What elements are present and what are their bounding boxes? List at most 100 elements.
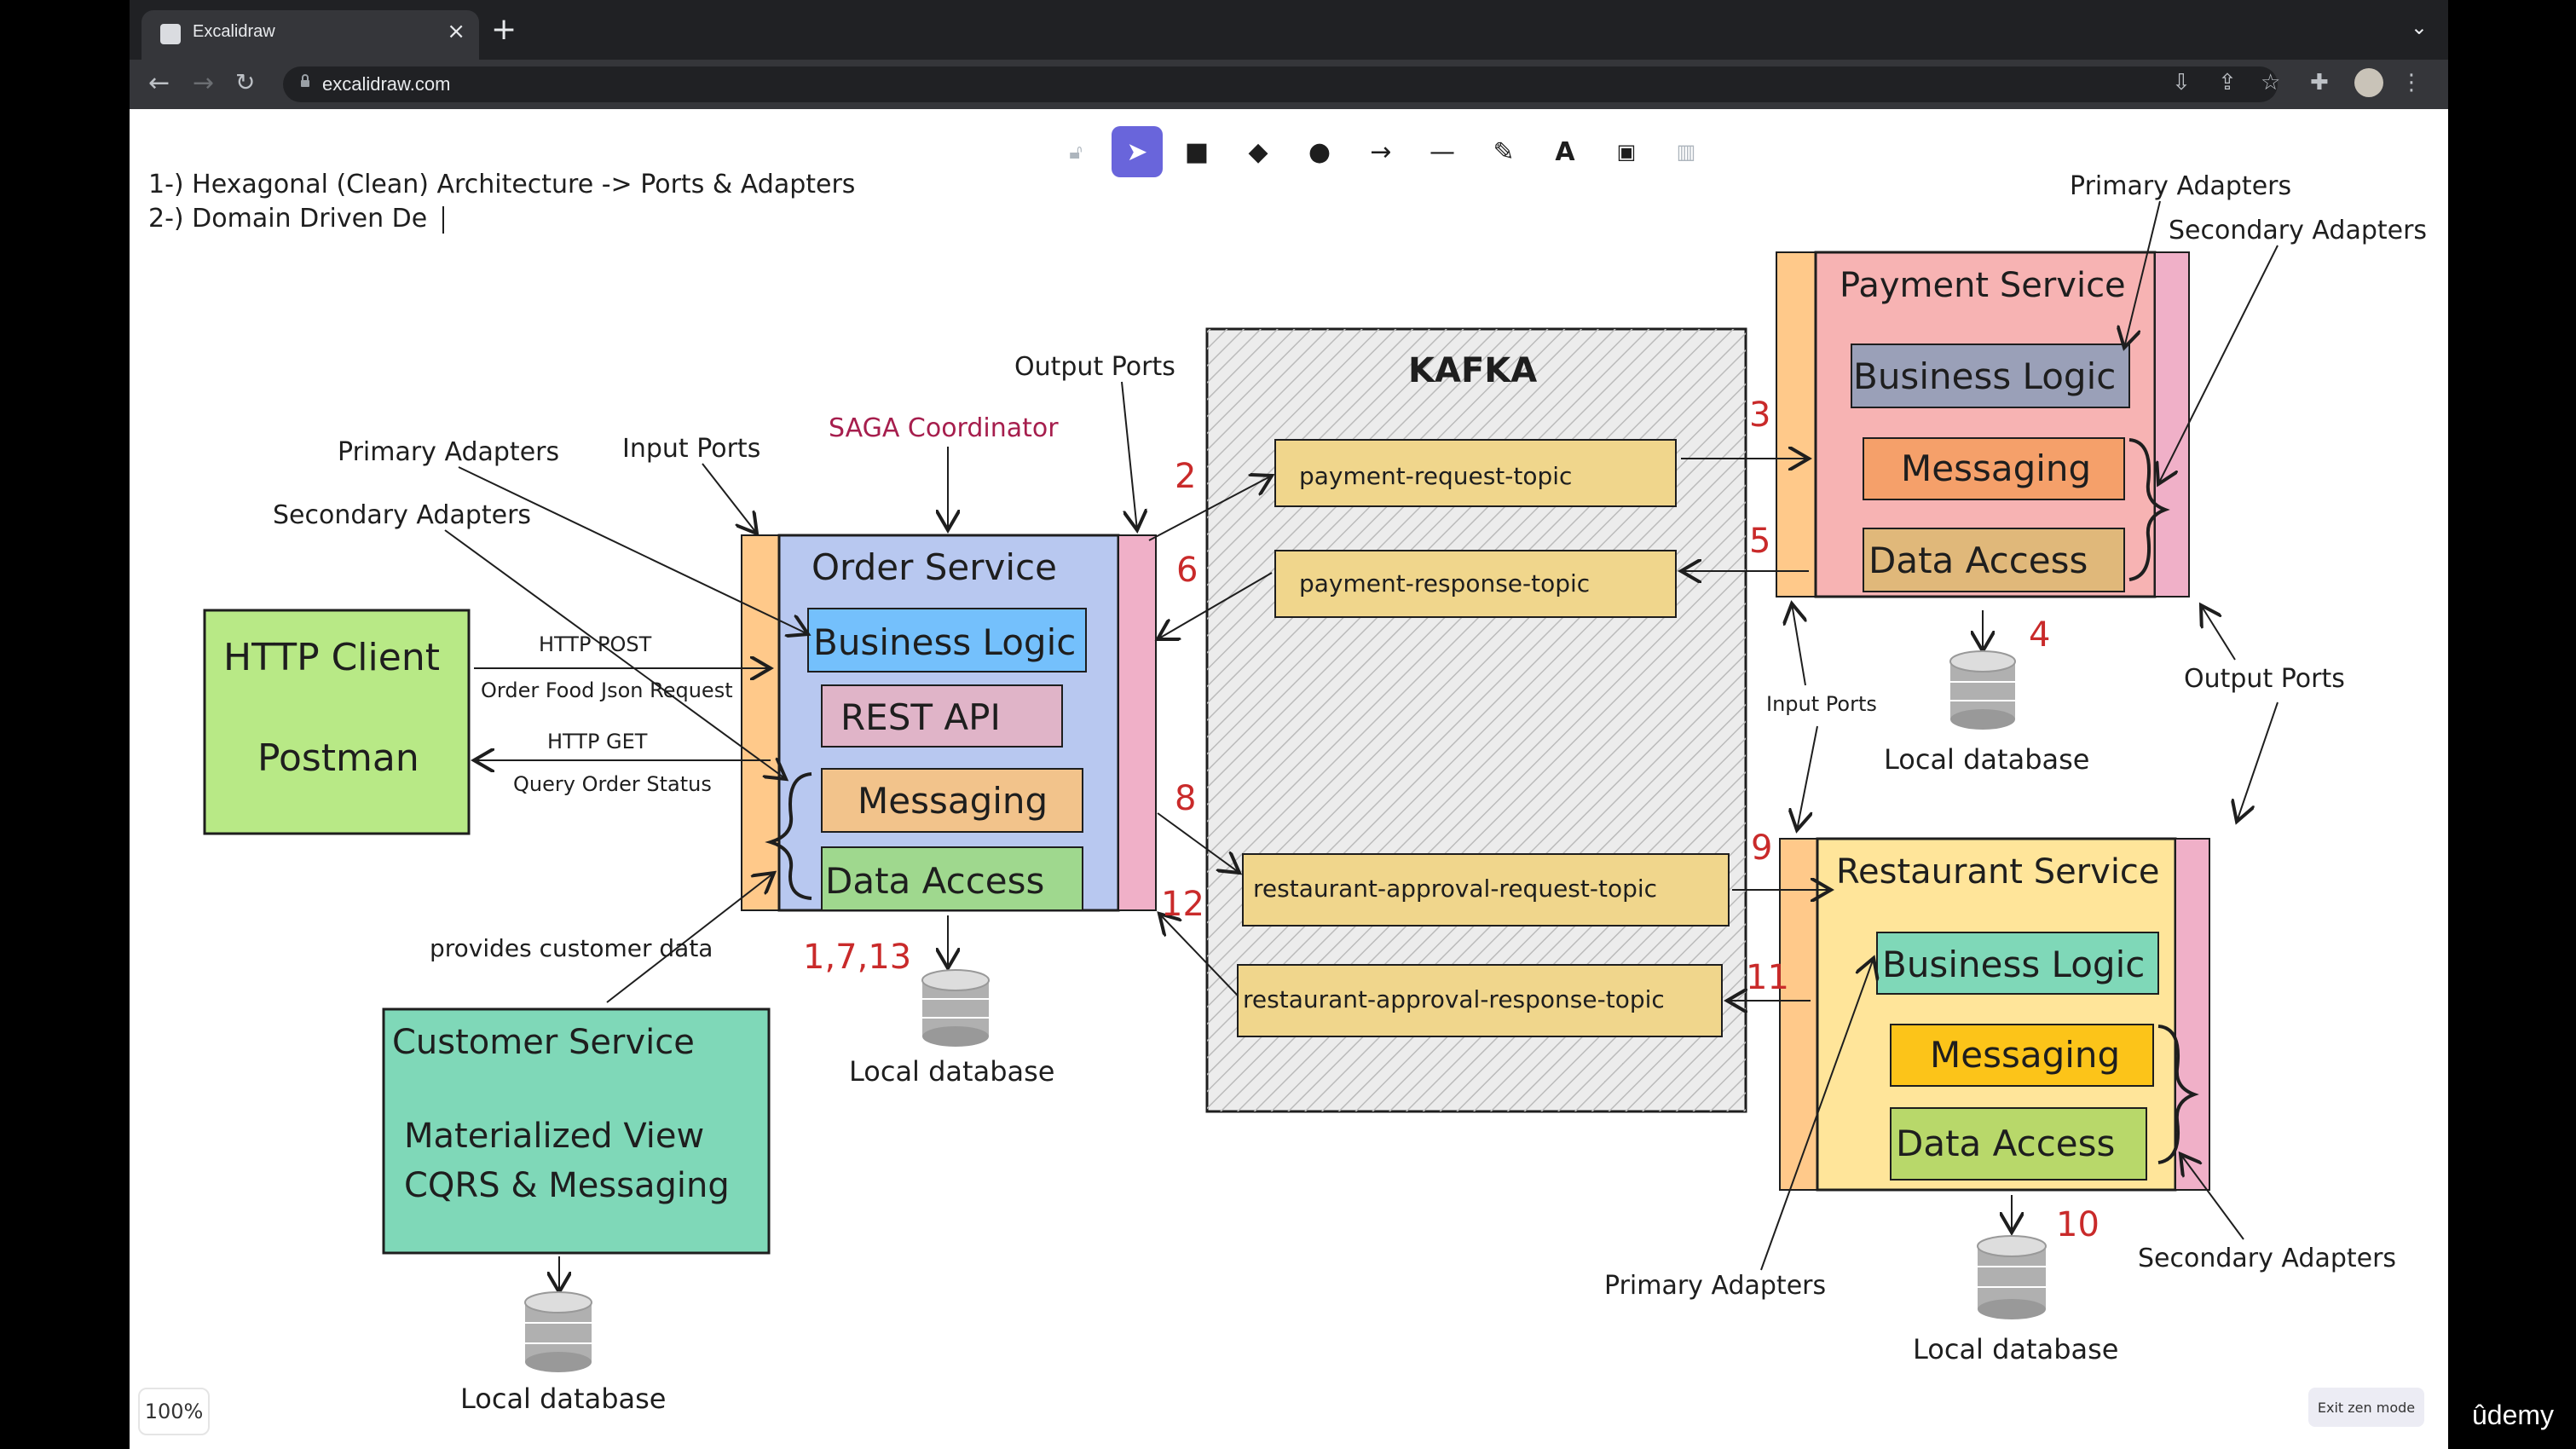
exit-zen-mode-button[interactable]: Exit zen mode (2308, 1388, 2424, 1427)
restaurant-input-port[interactable] (1779, 838, 1818, 1191)
right-output-ports-label[interactable]: Output Ports (2184, 664, 2345, 694)
library-tool-icon[interactable]: ▥ (1676, 140, 1696, 164)
step-6[interactable]: 6 (1176, 551, 1198, 590)
order-primary-adapters-label[interactable]: Primary Adapters (338, 437, 559, 467)
customer-database-icon[interactable] (524, 1291, 592, 1372)
payment-business-logic-box[interactable] (1851, 343, 2130, 408)
customer-db-label[interactable]: Local database (460, 1383, 666, 1415)
order-secondary-adapters-arrow (444, 529, 786, 779)
step-10[interactable]: 10 (2056, 1205, 2099, 1244)
ellipse-tool-icon[interactable]: ● (1308, 136, 1331, 167)
tab-search-chevron-icon[interactable]: ⌄ (2410, 15, 2428, 39)
restaurant-input-ports-arrow (1797, 725, 1818, 830)
arrow-tool-icon[interactable]: → (1370, 136, 1392, 167)
image-tool-icon[interactable]: ▣ (1616, 140, 1637, 164)
order-output-port[interactable] (1118, 534, 1157, 911)
restaurant-messaging-box[interactable] (1890, 1024, 2154, 1087)
text-tool-icon[interactable]: A (1555, 136, 1575, 167)
diamond-tool-icon[interactable]: ◆ (1248, 136, 1268, 167)
order-output-ports-label[interactable]: Output Ports (1014, 352, 1175, 382)
restaurant-brace (2157, 1025, 2199, 1164)
restaurant-db-label[interactable]: Local database (1913, 1333, 2118, 1365)
kafka-title[interactable]: KAFKA (1408, 351, 1537, 390)
order-business-logic-box[interactable] (807, 608, 1087, 673)
payment-primary-adapters-label[interactable]: Primary Adapters (2070, 171, 2291, 201)
reload-icon[interactable]: ↻ (235, 68, 256, 96)
step-12[interactable]: 12 (1161, 885, 1204, 924)
payment-input-port[interactable] (1776, 251, 1816, 597)
restaurant-output-port[interactable] (2175, 838, 2210, 1191)
order-to-restaurant-request-arrow (1157, 812, 1239, 873)
step-9[interactable]: 9 (1751, 828, 1772, 868)
order-database-icon[interactable] (921, 969, 990, 1047)
payment-db-label[interactable]: Local database (1884, 743, 2089, 776)
restaurant-secondary-adapters-label[interactable]: Secondary Adapters (2138, 1244, 2396, 1273)
restaurant-data-access-box[interactable] (1890, 1107, 2147, 1181)
payment-secondary-adapters-label[interactable]: Secondary Adapters (2169, 216, 2427, 245)
order-rest-api-box[interactable] (821, 684, 1063, 748)
customer-service-line1: Materialized View (404, 1117, 704, 1156)
payment-service-title: Payment Service (1840, 266, 2126, 305)
http-client-title: HTTP Client (223, 636, 440, 679)
new-tab-button[interactable]: + (491, 12, 517, 47)
order-data-access-box[interactable] (821, 846, 1083, 911)
restaurant-approval-request-topic-box[interactable] (1242, 853, 1730, 927)
right-input-ports-label[interactable]: Input Ports (1766, 692, 1877, 716)
restaurant-approval-response-topic-box[interactable] (1237, 964, 1723, 1037)
payment-data-access-box[interactable] (1863, 528, 2125, 592)
profile-avatar[interactable] (2354, 68, 2383, 97)
forward-icon[interactable]: → (193, 68, 215, 98)
http-client-box[interactable] (203, 609, 471, 835)
payment-messaging-box[interactable] (1863, 437, 2125, 500)
payment-request-topic-label: payment-request-topic (1299, 462, 1572, 490)
address-bar[interactable]: excalidraw.com (283, 66, 2278, 102)
zoom-level-indicator[interactable]: 100% (138, 1388, 210, 1435)
saga-coordinator-label[interactable]: SAGA Coordinator (829, 413, 1059, 443)
share-icon[interactable]: ⇪ (2218, 70, 2237, 95)
back-icon[interactable]: ← (148, 68, 170, 98)
step-3[interactable]: 3 (1749, 395, 1770, 435)
payment-output-port[interactable] (2154, 251, 2190, 597)
payment-database-icon[interactable] (1949, 650, 2016, 730)
order-input-ports-label[interactable]: Input Ports (622, 434, 760, 464)
order-db-label[interactable]: Local database (849, 1055, 1054, 1088)
step-5[interactable]: 5 (1749, 522, 1770, 561)
step-11[interactable]: 11 (1746, 958, 1789, 997)
line-tool-icon[interactable]: — (1430, 136, 1455, 167)
browser-tab[interactable]: Excalidraw × (142, 10, 479, 60)
browser-window: Excalidraw × + ⌄ ← → ↻ excalidraw.com ⇩ … (130, 0, 2448, 1449)
order-business-logic-label: Business Logic (813, 621, 1076, 663)
install-icon[interactable]: ⇩ (2172, 70, 2191, 95)
step-1-7-13[interactable]: 1,7,13 (803, 938, 911, 977)
restaurant-business-logic-box[interactable] (1876, 932, 2159, 995)
excalidraw-canvas[interactable]: 🔓︎ ➤ ■ ◆ ● → — ✎ A ▣ ▥ 1-) Hexagonal (Cl… (130, 109, 2448, 1449)
excalidraw-favicon-icon (160, 24, 181, 44)
order-secondary-adapters-label[interactable]: Secondary Adapters (273, 500, 531, 530)
order-messaging-box[interactable] (821, 768, 1083, 833)
rectangle-tool-icon[interactable]: ■ (1184, 136, 1210, 167)
order-input-port[interactable] (741, 534, 780, 911)
pencil-tool-icon[interactable]: ✎ (1493, 136, 1515, 167)
restaurant-primary-adapters-label[interactable]: Primary Adapters (1604, 1271, 1826, 1301)
step-8[interactable]: 8 (1175, 779, 1196, 818)
payment-request-topic-box[interactable] (1274, 439, 1677, 507)
step-4[interactable]: 4 (2029, 615, 2050, 655)
step-2[interactable]: 2 (1175, 457, 1196, 496)
selection-tool-icon[interactable]: ➤ (1112, 126, 1163, 177)
note-line-1[interactable]: 1-) Hexagonal (Clean) Architecture -> Po… (148, 170, 855, 199)
order-brace (765, 772, 812, 900)
order-to-payment-request-arrow (1148, 476, 1272, 541)
restaurant-database-icon[interactable] (1977, 1235, 2047, 1319)
tab-close-icon[interactable]: × (447, 19, 465, 44)
lock-tool-icon[interactable]: 🔓︎ (1069, 140, 1083, 164)
customer-service-box[interactable] (382, 1007, 771, 1255)
menu-kebab-icon[interactable]: ⋮ (2400, 70, 2423, 95)
note-line-2[interactable]: 2-) Domain Driven De (148, 204, 427, 234)
payment-response-topic-box[interactable] (1274, 550, 1677, 618)
payment-output-ports-arrow (2201, 605, 2236, 661)
extensions-puzzle-icon[interactable]: ✚ (2310, 70, 2329, 95)
restaurant-approval-request-topic-label: restaurant-approval-request-topic (1253, 875, 1657, 903)
bookmark-star-icon[interactable]: ☆ (2261, 70, 2281, 95)
udemy-watermark: ûdemy (2472, 1400, 2555, 1430)
provides-customer-data-label[interactable]: provides customer data (430, 934, 713, 962)
